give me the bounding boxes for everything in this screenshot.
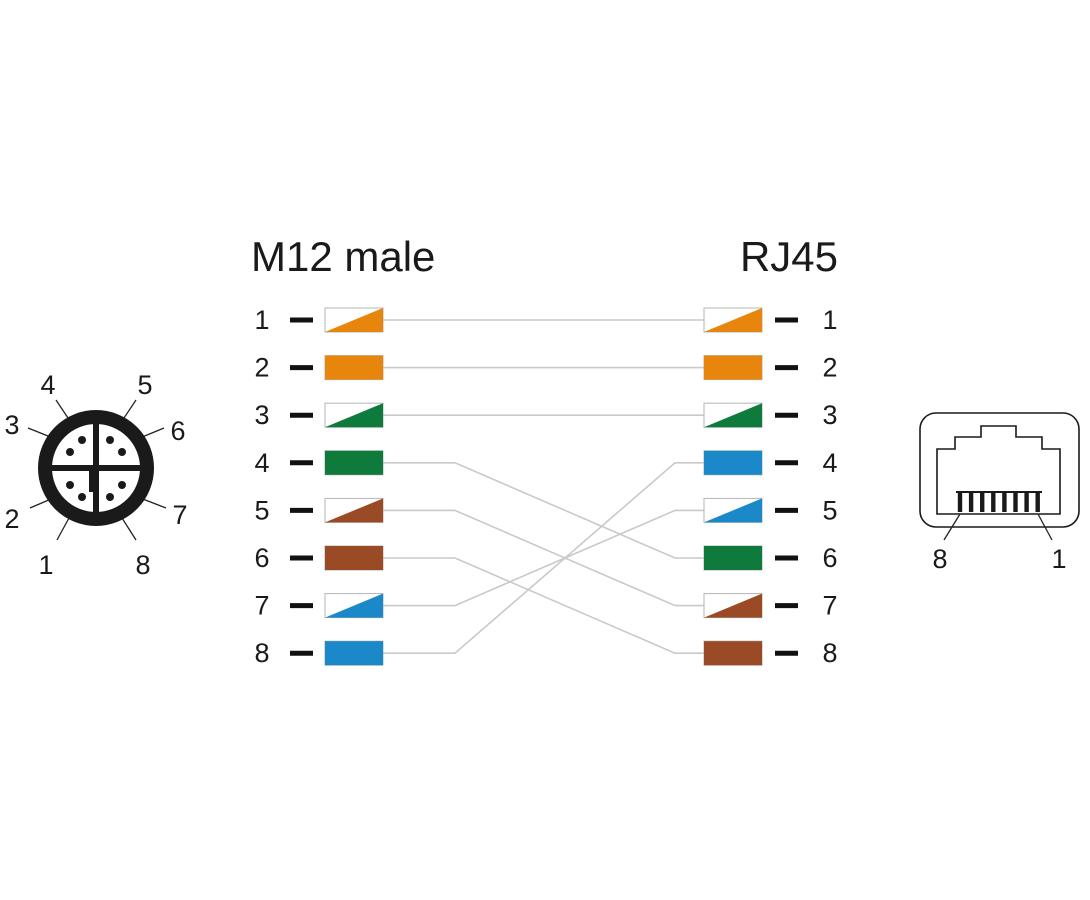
right-pin-6-color-code-fill	[704, 546, 762, 570]
left-pin-1-color-code-stripe	[325, 308, 383, 332]
left-pin-3-color-code-stripe	[325, 403, 383, 428]
left-pin-8-label: 8	[254, 638, 269, 668]
left-pin-4-color-code	[324, 450, 384, 476]
left-pin-8-color-code-fill	[325, 641, 383, 666]
m12-pin-label-6: 6	[170, 416, 185, 446]
left-pin-6-color-code	[324, 545, 384, 571]
m12-contact-5	[106, 436, 114, 444]
left-pin-7-label: 7	[254, 591, 269, 621]
left-pin-group: 1 2 3 4 5 6 7 8	[254, 305, 384, 668]
right-pin-4-label: 4	[822, 448, 837, 478]
wire-6-to-8	[383, 557, 704, 655]
left-pin-5-label: 5	[254, 495, 269, 525]
right-pin-group: 1 2 3 4 5 6 7 8	[703, 305, 838, 668]
left-pin-6-color-code-fill	[325, 546, 383, 570]
right-pin-5-label: 5	[822, 495, 837, 525]
rj45-socket-face: 8 1	[919, 412, 1080, 574]
rj45-contact-4	[1002, 492, 1007, 512]
left-pin-5-color-code-stripe	[325, 498, 383, 523]
right-pin-7-label: 7	[822, 591, 837, 621]
right-pin-3-label: 3	[822, 400, 837, 430]
rj45-pin-label-1: 1	[1051, 544, 1066, 574]
left-title: M12 male	[251, 233, 435, 280]
right-pin-1-label: 1	[822, 305, 837, 335]
left-pin-7-color-code	[324, 593, 384, 619]
left-pin-7-color-code-stripe	[325, 593, 383, 618]
right-pin-8-color-code-fill	[704, 641, 762, 666]
right-pin-6-color-code	[703, 545, 763, 571]
right-pin-2-color-code-fill	[704, 355, 762, 380]
left-pin-5-color-code	[324, 497, 384, 523]
m12-contact-1	[78, 493, 86, 501]
rj45-port-opening	[936, 425, 1061, 515]
right-pin-2-label: 2	[822, 353, 837, 383]
rj45-contact-1	[1035, 492, 1040, 512]
rj45-contact-3	[1013, 492, 1018, 512]
left-pin-6-label: 6	[254, 543, 269, 573]
left-pin-2-label: 2	[254, 353, 269, 383]
right-pin-4-color-code	[703, 450, 763, 476]
m12-leader-1	[56, 517, 70, 541]
rj45-pin-label-8: 8	[932, 544, 947, 574]
rj45-contact-6	[980, 492, 985, 512]
left-pin-2-color-code-fill	[325, 355, 383, 380]
left-pin-2-color-code	[324, 355, 384, 381]
right-pin-3-color-code-stripe	[704, 403, 762, 428]
right-pin-1-color-code	[703, 307, 763, 333]
rj45-contacts	[956, 491, 1042, 512]
right-pin-4-color-code-fill	[704, 450, 762, 475]
right-pin-7-color-code-stripe	[704, 593, 762, 618]
m12-pin-label-3: 3	[4, 410, 19, 440]
rj45-contact-8	[957, 492, 963, 512]
m12-pin-label-4: 4	[40, 370, 55, 400]
left-pin-3-label: 3	[254, 400, 269, 430]
m12-contact-6	[118, 448, 126, 456]
m12-pin-label-8: 8	[135, 550, 150, 580]
left-pin-1-color-code	[324, 307, 384, 333]
m12-pin-label-7: 7	[172, 500, 187, 530]
m12-contact-3	[66, 448, 74, 456]
rj45-leader-8	[943, 513, 961, 541]
right-pin-5-color-code	[703, 497, 763, 523]
right-pin-6-label: 6	[822, 543, 837, 573]
right-title: RJ45	[740, 233, 838, 280]
m12-connector-face: 1 2 3 4 5 6 7 8	[4, 370, 187, 580]
m12-contact-2	[66, 481, 74, 489]
right-pin-8-label: 8	[822, 638, 837, 668]
m12-pin-label-2: 2	[4, 504, 19, 534]
right-pin-1-color-code-stripe	[704, 308, 762, 332]
left-pin-1-label: 1	[254, 305, 269, 335]
m12-contact-8	[106, 493, 114, 501]
right-pin-7-color-code	[703, 593, 763, 619]
rj45-leader-1	[1037, 513, 1053, 541]
right-pin-3-color-code	[703, 402, 763, 428]
m12-pin-label-1: 1	[38, 550, 53, 580]
m12-pin-label-5: 5	[137, 370, 152, 400]
rj45-contact-7	[968, 492, 974, 512]
rj45-contact-2	[1024, 492, 1029, 512]
wire-8-to-4	[383, 461, 704, 655]
m12-contact-7	[118, 481, 126, 489]
right-pin-5-color-code-stripe	[704, 498, 762, 523]
left-pin-3-color-code	[324, 402, 384, 428]
rj45-contact-5	[991, 492, 996, 512]
right-pin-2-color-code	[703, 355, 763, 381]
left-pin-8-color-code	[324, 640, 384, 666]
wire-group	[383, 319, 704, 655]
left-pin-4-label: 4	[254, 448, 269, 478]
m12-coding-key	[89, 468, 96, 492]
left-pin-4-color-code-fill	[325, 450, 383, 475]
right-pin-8-color-code	[703, 640, 763, 666]
m12-leader-8	[121, 517, 137, 541]
m12-contact-4	[78, 436, 86, 444]
wire-4-to-6	[383, 461, 704, 559]
